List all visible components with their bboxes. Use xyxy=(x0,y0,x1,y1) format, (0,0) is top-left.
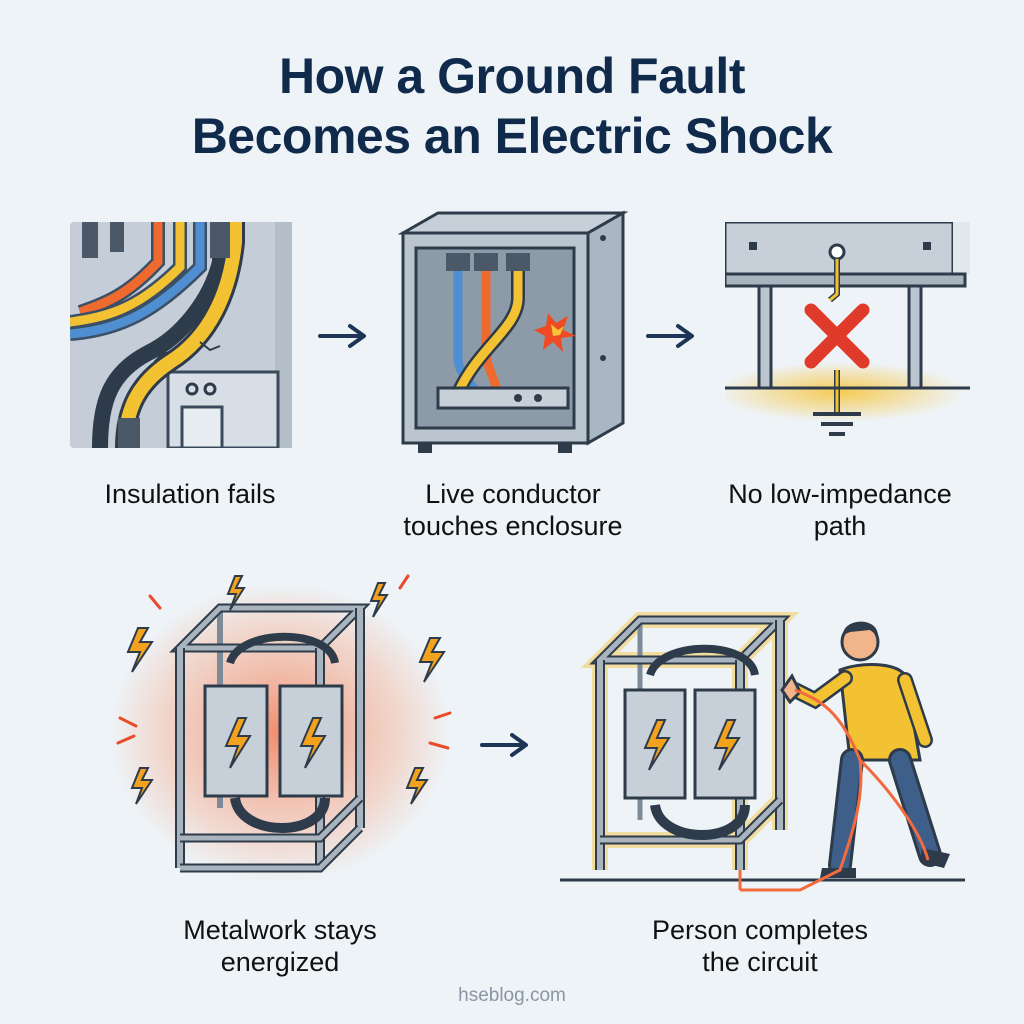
step-3-label-line-1: No low-impedance xyxy=(728,479,952,509)
step-2-label-line-1: Live conductor xyxy=(425,479,601,509)
step-3-illustration xyxy=(725,222,970,454)
step-2-label-line-2: touches enclosure xyxy=(403,511,623,541)
live-conductor-enclosure-icon xyxy=(398,210,628,453)
cracked-insulation-icon xyxy=(70,222,292,448)
step-4-illustration xyxy=(110,568,460,888)
page-title: How a Ground Fault Becomes an Electric S… xyxy=(0,46,1024,166)
arrow-1-to-2 xyxy=(318,324,368,348)
step-5-label-line-1: Person completes xyxy=(651,915,869,945)
step-1-illustration xyxy=(70,222,292,448)
footer-source: hseblog.com xyxy=(458,985,566,1006)
step-2-label: Live conductor touches enclosure xyxy=(378,478,648,542)
energized-metal-frame-icon xyxy=(110,574,452,883)
step-1-label: Insulation fails xyxy=(104,479,276,509)
arrow-2-to-3 xyxy=(646,324,696,348)
step-4-label: Metalwork stays energized xyxy=(130,914,430,978)
step-2-illustration xyxy=(398,208,628,456)
step-4-label-line-2: energized xyxy=(220,947,340,977)
step-5-label: Person completes the circuit xyxy=(600,914,920,978)
step-3-label-line-2: path xyxy=(813,511,867,541)
title-line-1: How a Ground Fault xyxy=(279,48,745,104)
step-5-illustration xyxy=(560,590,980,900)
right-arrow-icon xyxy=(318,324,366,348)
step-3-label: No low-impedance path xyxy=(700,478,980,542)
right-arrow-icon xyxy=(480,733,528,757)
arrow-4-to-5 xyxy=(480,733,530,757)
right-arrow-icon xyxy=(646,324,694,348)
broken-ground-path-icon xyxy=(725,222,970,436)
person-touching-frame-icon xyxy=(560,612,965,892)
title-line-2: Becomes an Electric Shock xyxy=(191,108,833,164)
step-5-label-line-2: the circuit xyxy=(702,947,818,977)
step-4-label-line-1: Metalwork stays xyxy=(183,915,377,945)
